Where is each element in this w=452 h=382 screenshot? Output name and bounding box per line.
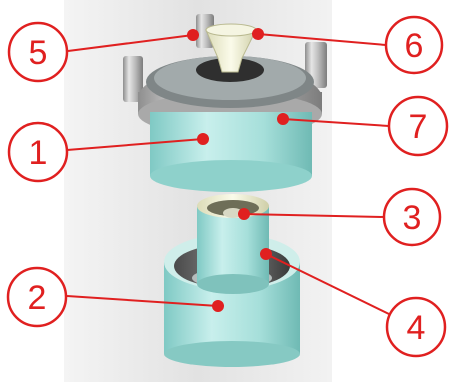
callout-number-4: 4 [407,309,426,347]
leader-1-dot [198,134,208,144]
callout-number-2: 2 [28,279,47,317]
sleeve-front-bottom [197,274,269,294]
leader-3-dot [239,209,249,219]
leader-4-dot [261,249,271,259]
leader-2-dot [213,301,223,311]
upper-teal-cylinder [150,112,312,192]
callout-number-1: 1 [29,134,48,172]
lower-cylinder-bottom [164,341,300,367]
leader-5-dot [188,30,198,40]
callout-number-5: 5 [29,34,48,72]
leader-7-dot [278,114,288,124]
upper-cylinder-bottom [150,160,312,192]
callout-number-6: 6 [405,27,424,65]
callout-number-7: 7 [409,108,428,146]
funnel-rim [206,24,256,36]
leader-6-dot [253,29,263,39]
callout-number-3: 3 [403,199,422,237]
